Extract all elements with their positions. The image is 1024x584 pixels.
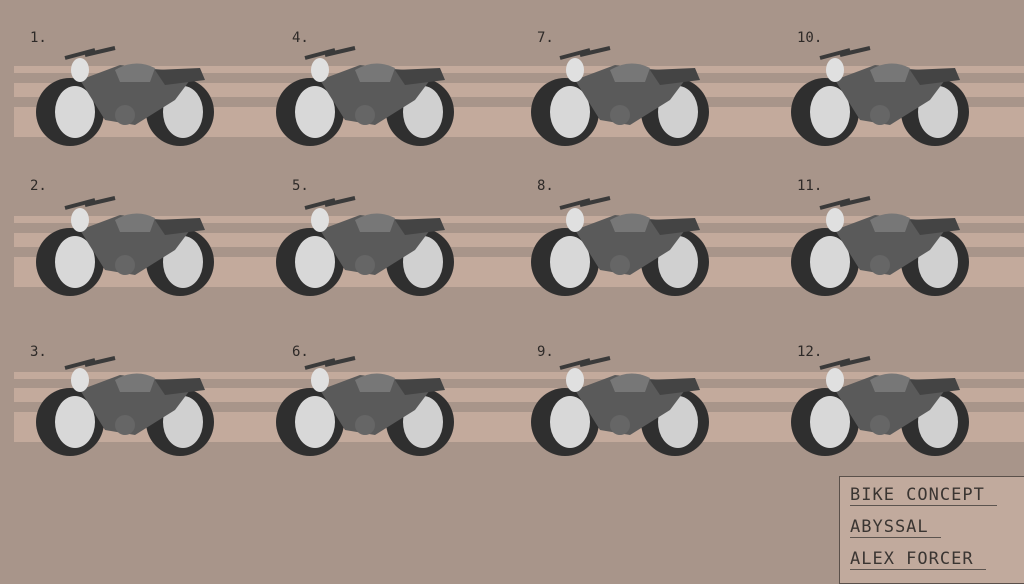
- motorcycle-icon: [265, 40, 465, 150]
- motorcycle-icon: [25, 350, 225, 460]
- bike-number-label: 4.: [292, 30, 309, 46]
- motorcycle-icon: [780, 40, 980, 150]
- bike-number-label: 1.: [30, 30, 47, 46]
- bike-number-label: 6.: [292, 344, 309, 360]
- background-stripe: [14, 66, 1024, 73]
- bike-number-label: 10.: [797, 30, 823, 46]
- bike-number-label: 3.: [30, 344, 47, 360]
- author-text: ALEX FORCER: [850, 549, 986, 570]
- bike-number-label: 8.: [537, 178, 554, 194]
- title-text: BIKE CONCEPT: [850, 485, 997, 506]
- motorcycle-sketch: [520, 190, 720, 300]
- subtitle-text: ABYSSAL: [850, 517, 941, 538]
- motorcycle-sketch: [25, 350, 225, 460]
- motorcycle-sketch: [780, 190, 980, 300]
- title-block: BIKE CONCEPT ABYSSAL ALEX FORCER: [839, 476, 1024, 584]
- bike-number-label: 11.: [797, 178, 823, 194]
- motorcycle-icon: [520, 190, 720, 300]
- motorcycle-icon: [25, 40, 225, 150]
- bike-number-label: 7.: [537, 30, 554, 46]
- motorcycle-sketch: [265, 350, 465, 460]
- motorcycle-icon: [780, 190, 980, 300]
- motorcycle-sketch: [780, 350, 980, 460]
- motorcycle-sketch: [520, 350, 720, 460]
- bike-number-label: 5.: [292, 178, 309, 194]
- bike-number-label: 9.: [537, 344, 554, 360]
- motorcycle-icon: [265, 350, 465, 460]
- bike-number-label: 12.: [797, 344, 823, 360]
- background-stripe: [14, 216, 1024, 223]
- motorcycle-icon: [265, 190, 465, 300]
- bike-number-label: 2.: [30, 178, 47, 194]
- motorcycle-sketch: [265, 40, 465, 150]
- motorcycle-icon: [780, 350, 980, 460]
- background-stripe: [14, 83, 1024, 97]
- motorcycle-icon: [520, 40, 720, 150]
- background-stripe: [14, 372, 1024, 379]
- motorcycle-sketch: [520, 40, 720, 150]
- background-stripe: [14, 388, 1024, 402]
- motorcycle-sketch: [25, 40, 225, 150]
- motorcycle-sketch: [265, 190, 465, 300]
- motorcycle-icon: [25, 190, 225, 300]
- motorcycle-sketch: [25, 190, 225, 300]
- motorcycle-sketch: [780, 40, 980, 150]
- background-stripe: [14, 233, 1024, 247]
- motorcycle-icon: [520, 350, 720, 460]
